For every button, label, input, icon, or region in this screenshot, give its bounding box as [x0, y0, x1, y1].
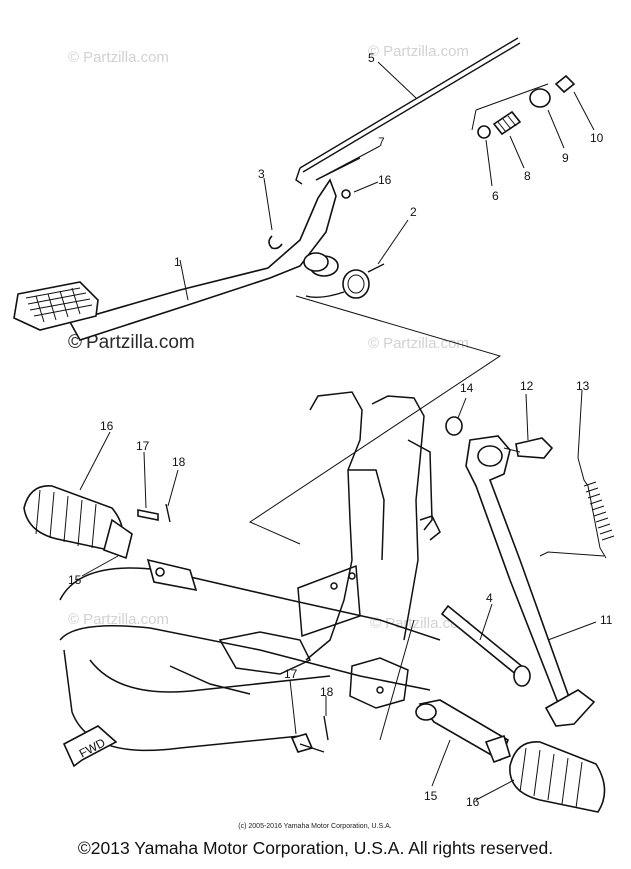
- callout-numbers: 5 7 3 16 2 1 6 8 9 10 14 12 13 16 17 18 …: [68, 51, 613, 809]
- watermarks: ©Partzilla.com ©Partzilla.com ©Partzilla…: [68, 43, 471, 632]
- callout-9: 9: [562, 151, 569, 165]
- callout-18-left: 18: [172, 455, 186, 469]
- callout-17-bottom: 17: [284, 667, 298, 681]
- watermark-1: ©Partzilla.com: [68, 49, 169, 66]
- callout-3: 3: [258, 167, 265, 181]
- callout-13: 13: [576, 379, 590, 393]
- leader-lines: [79, 61, 597, 801]
- callout-15-left: 15: [68, 573, 82, 587]
- left-footrest: [23, 485, 198, 592]
- callout-11: 11: [600, 613, 613, 627]
- watermark-3: ©Partzilla.com: [368, 335, 469, 352]
- callout-16-left: 16: [100, 419, 114, 433]
- callout-10: 10: [590, 131, 604, 145]
- callout-4: 4: [486, 591, 493, 605]
- watermark-4: ©Partzilla.com: [68, 611, 169, 628]
- callout-18-bottom: 18: [320, 685, 334, 699]
- small-copyright: (c) 2005-2016 Yamaha Motor Corporation, …: [238, 823, 391, 830]
- callout-1: 1: [174, 255, 181, 269]
- footer-copyright: ©2013 Yamaha Motor Corporation, U.S.A. A…: [77, 838, 554, 858]
- callout-7: 7: [378, 135, 385, 149]
- callout-14: 14: [460, 381, 474, 395]
- callout-2: 2: [410, 205, 417, 219]
- callout-6: 6: [492, 189, 499, 203]
- callout-8: 8: [524, 169, 531, 183]
- callout-16-top: 16: [378, 173, 392, 187]
- callout-15-bottom: 15: [424, 789, 438, 803]
- callout-12: 12: [520, 379, 534, 393]
- right-footrest: [290, 699, 606, 813]
- main-stand: [440, 416, 615, 727]
- callout-5: 5: [368, 51, 375, 65]
- fwd-direction-tag: FWD: [62, 725, 118, 768]
- callout-17-left: 17: [136, 439, 150, 453]
- watermark-2: ©Partzilla.com: [368, 43, 469, 60]
- frame: [59, 295, 502, 752]
- callout-16-bottom: 16: [466, 795, 480, 809]
- brake-pedal-assembly: [13, 37, 576, 341]
